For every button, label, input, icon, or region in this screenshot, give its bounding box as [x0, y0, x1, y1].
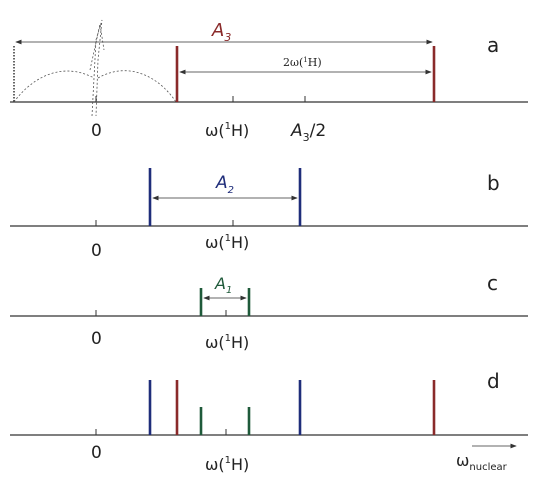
panel-a-powder-peak-2: [89, 23, 105, 71]
panel-b-omega-label: ω(1H): [205, 233, 249, 252]
panel-d-zero-label: 0: [91, 443, 102, 463]
panel-a-omega-label: ω(1H): [205, 121, 249, 140]
panel-c: A1 c 0 ω(1H): [10, 271, 528, 352]
panel-a-half-label: A3/2: [290, 121, 326, 144]
panel-a-powder-pattern-right: [97, 70, 177, 103]
panel-d: d 0 ω(1H) ωnuclear: [10, 369, 528, 474]
panel-a-powder-pattern-left: [13, 70, 95, 103]
panel-a-powder-peak: [91, 19, 103, 117]
panel-b-A2-label: A2: [215, 173, 234, 196]
panel-b-letter: b: [487, 171, 500, 195]
panel-c-omega-label: ω(1H): [205, 333, 249, 352]
panel-c-zero-label: 0: [91, 329, 102, 349]
panel-c-letter: c: [487, 271, 498, 295]
panel-d-axis-label: ωnuclear: [456, 451, 508, 473]
panel-b-zero-label: 0: [91, 241, 102, 261]
panel-d-letter: d: [487, 369, 500, 393]
panel-d-omega-label: ω(1H): [205, 455, 249, 474]
panel-a-2omega-label: 2ω(1H): [283, 56, 322, 69]
panel-a-letter: a: [487, 33, 499, 57]
panel-a-A3-label: A3: [211, 20, 231, 44]
panel-b: A2 b 0 ω(1H): [10, 168, 528, 261]
panel-a-zero-label: 0: [91, 121, 102, 141]
panel-a: A3 2ω(1H) a 0 ω(1H) A3/2: [10, 19, 528, 144]
panel-c-A1-label: A1: [214, 274, 232, 296]
